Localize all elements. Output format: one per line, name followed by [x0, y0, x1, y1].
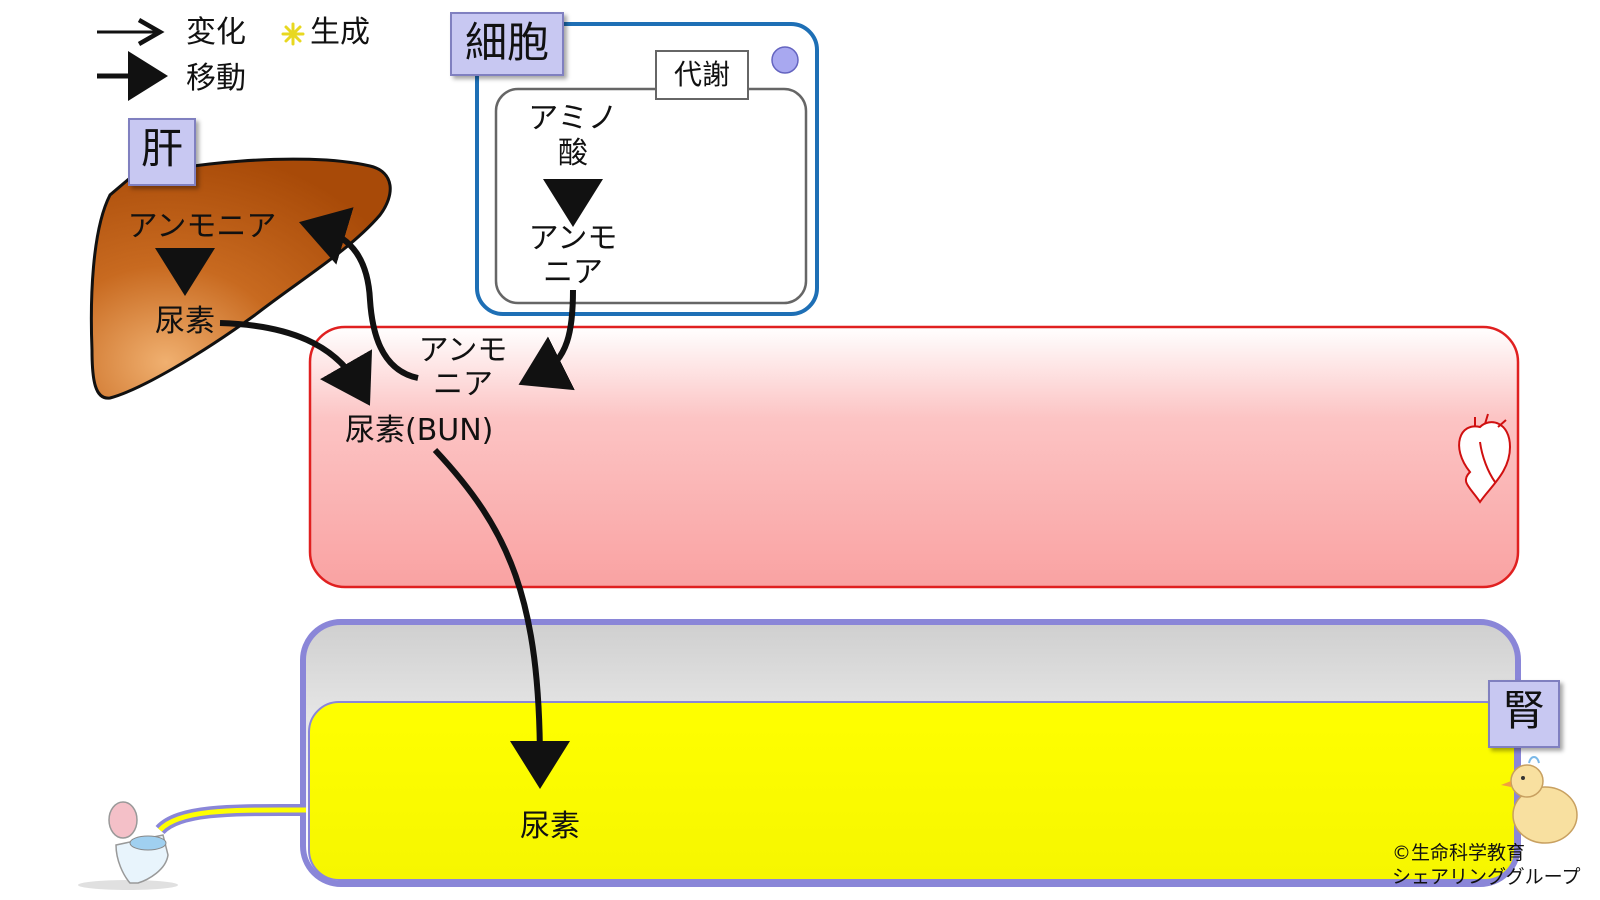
liver-urea: 尿素	[155, 304, 215, 339]
cell-amino-acid-line1: アミノ	[528, 101, 618, 136]
blood-ammonia-line1: アンモ	[418, 333, 508, 368]
arrow-blood-to-kidney	[432, 447, 570, 789]
metabolism-box	[494, 87, 808, 305]
heart-icon	[1458, 413, 1512, 504]
toilet-icon	[78, 801, 178, 890]
chick-mascot-icon	[1501, 756, 1578, 844]
liver-ammonia: アンモニア	[127, 209, 277, 244]
metabolism-label: 代謝	[655, 50, 749, 100]
liver-title: 肝	[128, 118, 196, 186]
arrow-liver-to-blood	[219, 320, 373, 406]
arrow-blood-to-liver	[299, 207, 419, 381]
blood-compartment	[308, 325, 1520, 589]
kidney-urea: 尿素	[520, 809, 580, 844]
legend-generate-label: 生成	[310, 15, 370, 50]
copyright-line1: ©生命科学教育	[1392, 842, 1526, 864]
legend-change-label: 変化	[186, 15, 246, 50]
circle-marker-icon	[771, 46, 799, 74]
copyright-line2: シェアリンググループ	[1392, 866, 1581, 888]
blood-urea-bun: 尿素(BUN)	[345, 413, 494, 448]
sparkle-icon	[281, 22, 305, 46]
blood-ammonia-line2: ニア	[433, 367, 493, 402]
cell-ammonia-line2: ニア	[543, 255, 603, 290]
cell-ammonia-line1: アンモ	[528, 221, 618, 256]
cell-amino-acid-line2: 酸	[558, 136, 588, 171]
kidney-title: 腎	[1488, 680, 1560, 748]
urine-compartment	[308, 701, 1516, 881]
arrow-cell-to-blood	[518, 289, 576, 391]
legend-move-label: 移動	[186, 61, 246, 96]
cell-title: 細胞	[450, 12, 564, 76]
